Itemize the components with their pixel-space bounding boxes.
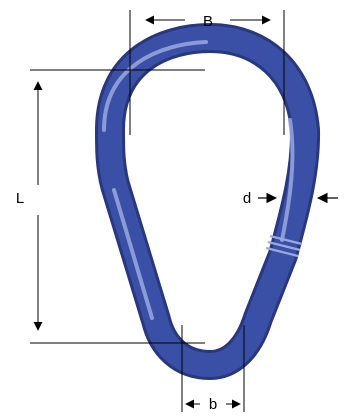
pear-shaped-link-icon <box>95 23 321 380</box>
label-b-outer: B <box>203 13 213 30</box>
dimension-b-outer <box>129 10 285 135</box>
link-body <box>98 26 318 377</box>
label-d-thickness: d <box>243 190 251 207</box>
dimension-l-length <box>30 69 205 344</box>
link-highlight <box>102 40 295 320</box>
weld-bands <box>265 234 303 258</box>
link-outer-stroke <box>95 23 321 380</box>
dimension-b-inner <box>181 325 245 412</box>
label-b-inner: b <box>209 396 217 413</box>
label-l-length: L <box>16 190 24 207</box>
